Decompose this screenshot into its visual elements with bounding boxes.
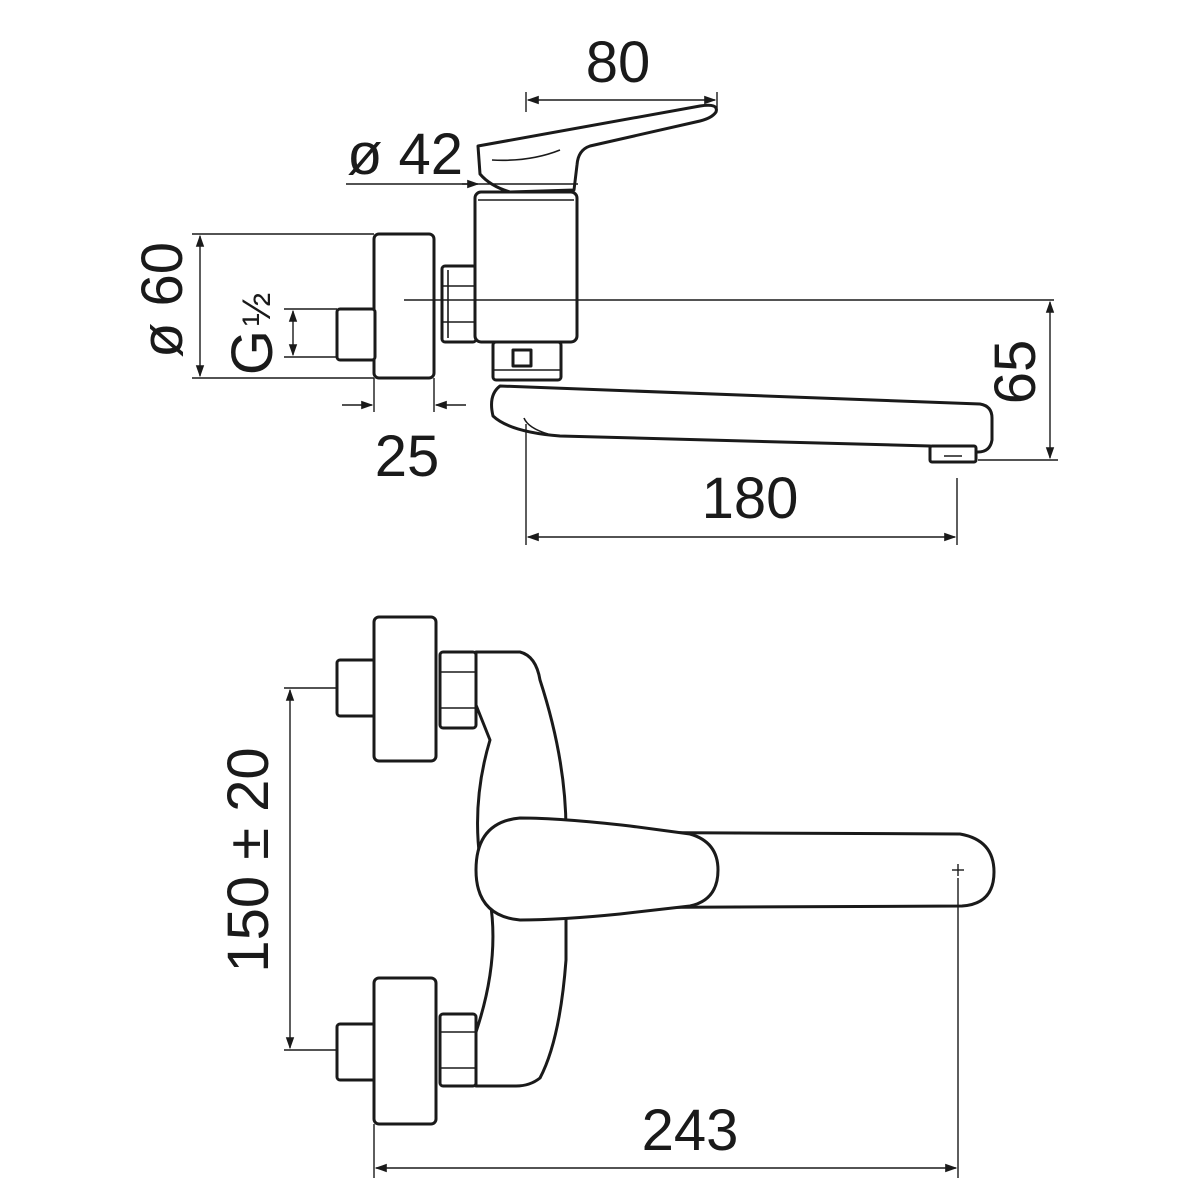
side-spout bbox=[490, 384, 994, 454]
top-upper-flange bbox=[372, 615, 438, 763]
dim-thread-fraction: ½ bbox=[235, 293, 279, 326]
top-view: 150 ± 20 243 bbox=[216, 615, 996, 1178]
top-lower-flange bbox=[372, 976, 438, 1126]
side-view: 80 ø 42 ø 60 G ½ bbox=[130, 30, 1058, 545]
top-aerator-center bbox=[952, 864, 964, 876]
dim-flange-diameter-label: ø 60 bbox=[130, 242, 195, 358]
dim-spout-reach-label: 180 bbox=[702, 466, 799, 531]
dim-spout-height-label: 65 bbox=[983, 340, 1048, 405]
dim-spout-reach: 180 bbox=[525, 424, 958, 545]
side-aerator bbox=[928, 444, 978, 464]
dim-inlet-spacing-label: 150 ± 20 bbox=[216, 747, 281, 972]
dim-thread: G ½ bbox=[220, 293, 337, 375]
dim-spout-height: 65 bbox=[978, 300, 1058, 461]
dim-total-reach-label: 243 bbox=[642, 1098, 739, 1163]
side-wall-flange bbox=[372, 232, 436, 380]
side-inlet-stub bbox=[335, 307, 377, 362]
dim-thread-label: G bbox=[220, 330, 285, 375]
dim-lever-length-label: 80 bbox=[586, 30, 651, 95]
side-hex-nut bbox=[440, 264, 478, 344]
side-lever bbox=[476, 103, 718, 194]
top-upper-inlet-stub bbox=[335, 658, 379, 718]
top-lower-hex-nut bbox=[438, 1012, 478, 1088]
dim-connector-depth-label: 25 bbox=[375, 424, 440, 489]
top-upper-hex-nut bbox=[438, 650, 478, 730]
dim-inlet-spacing: 150 ± 20 bbox=[216, 687, 337, 1051]
top-lever bbox=[474, 816, 720, 922]
dim-flange-diameter: ø 60 bbox=[130, 233, 374, 379]
top-lower-inlet-stub bbox=[335, 1022, 379, 1082]
dim-connector-depth: 25 bbox=[342, 378, 466, 489]
dim-lever-length: 80 bbox=[525, 30, 718, 112]
side-mixer-body bbox=[473, 190, 579, 344]
dim-total-reach: 243 bbox=[373, 878, 959, 1178]
dim-body-diameter-label: ø 42 bbox=[347, 122, 463, 187]
dim-body-diameter: ø 42 bbox=[346, 122, 578, 189]
